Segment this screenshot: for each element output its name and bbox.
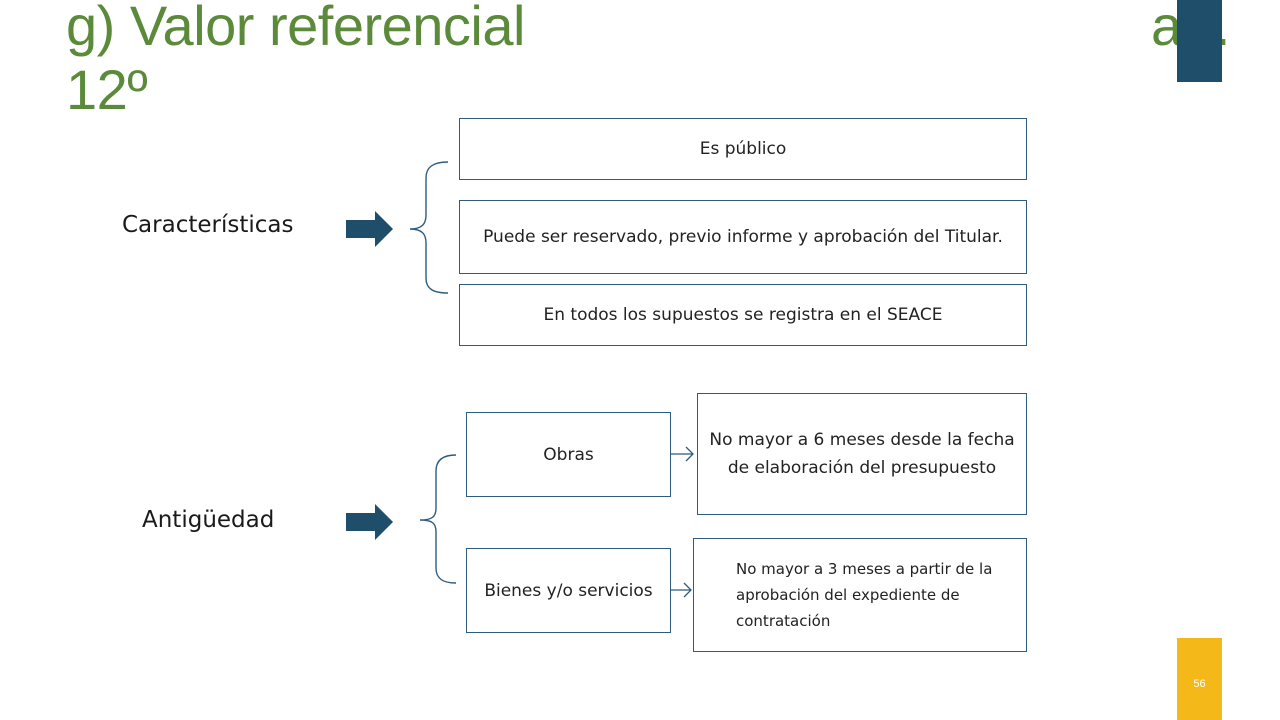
bracket-caracteristicas [409, 161, 449, 294]
slide-title-line1: g) Valor referencial [66, 0, 525, 57]
connector-bienes [671, 582, 692, 598]
box-text: Es público [699, 139, 787, 159]
box-text: No mayor a 3 meses a partir de la aproba… [736, 560, 993, 630]
box-obras: Obras [466, 412, 671, 497]
accent-bar-top [1177, 0, 1222, 82]
bracket-antiguedad [419, 454, 457, 584]
label-antiguedad: Antigüedad [142, 507, 275, 533]
arrow-right-icon [346, 504, 393, 540]
box-reservado: Puede ser reservado, previo informe y ap… [459, 200, 1027, 274]
label-caracteristicas: Características [122, 212, 294, 238]
box-text: No mayor a 6 meses desde la fecha de ela… [709, 430, 1015, 478]
arrow-right-icon [346, 211, 393, 247]
slide-title: g) Valor referencial art. 12º [66, 0, 1236, 134]
box-text: En todos los supuestos se registra en el… [543, 305, 943, 325]
box-seace: En todos los supuestos se registra en el… [459, 284, 1027, 346]
box-bienes-detalle: No mayor a 3 meses a partir de la aproba… [693, 538, 1027, 652]
box-text: Obras [543, 444, 594, 465]
box-obras-detalle: No mayor a 6 meses desde la fecha de ela… [697, 393, 1027, 515]
page-number: 56 [1193, 678, 1206, 690]
connector-obras [671, 446, 694, 462]
box-bienes-servicios: Bienes y/o servicios [466, 548, 671, 633]
box-text: Bienes y/o servicios [484, 580, 653, 601]
box-es-publico: Es público [459, 118, 1027, 180]
accent-bar-bottom [1177, 638, 1222, 720]
box-text: Puede ser reservado, previo informe y ap… [483, 227, 1003, 247]
slide-title-line2: 12º [66, 58, 148, 121]
